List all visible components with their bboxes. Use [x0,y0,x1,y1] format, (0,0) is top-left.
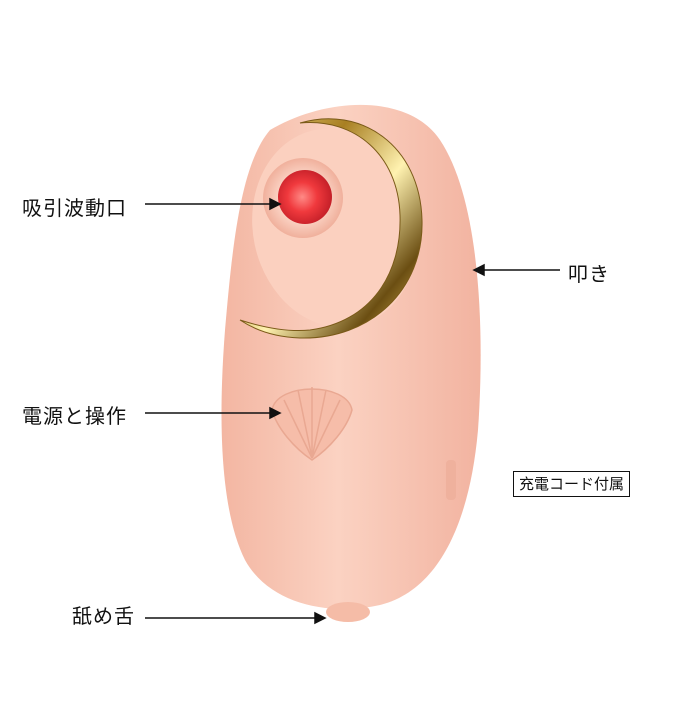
label-tapping: 叩き [568,262,610,286]
label-power-and-control: 電源と操作 [22,404,127,428]
suction-mouth [278,170,332,224]
label-licking-tongue: 舐め舌 [72,604,135,628]
leader-suction [145,197,282,211]
licking-tongue-tip [326,602,370,622]
leader-tap [472,263,560,277]
side-button [446,460,456,500]
shell-icon [271,387,353,461]
leader-power [145,406,282,420]
gold-ring [239,118,423,339]
label-suction-port: 吸引波動口 [22,196,127,220]
charging-cord-badge: 充電コード付属 [513,471,631,497]
leader-lick [145,611,327,625]
